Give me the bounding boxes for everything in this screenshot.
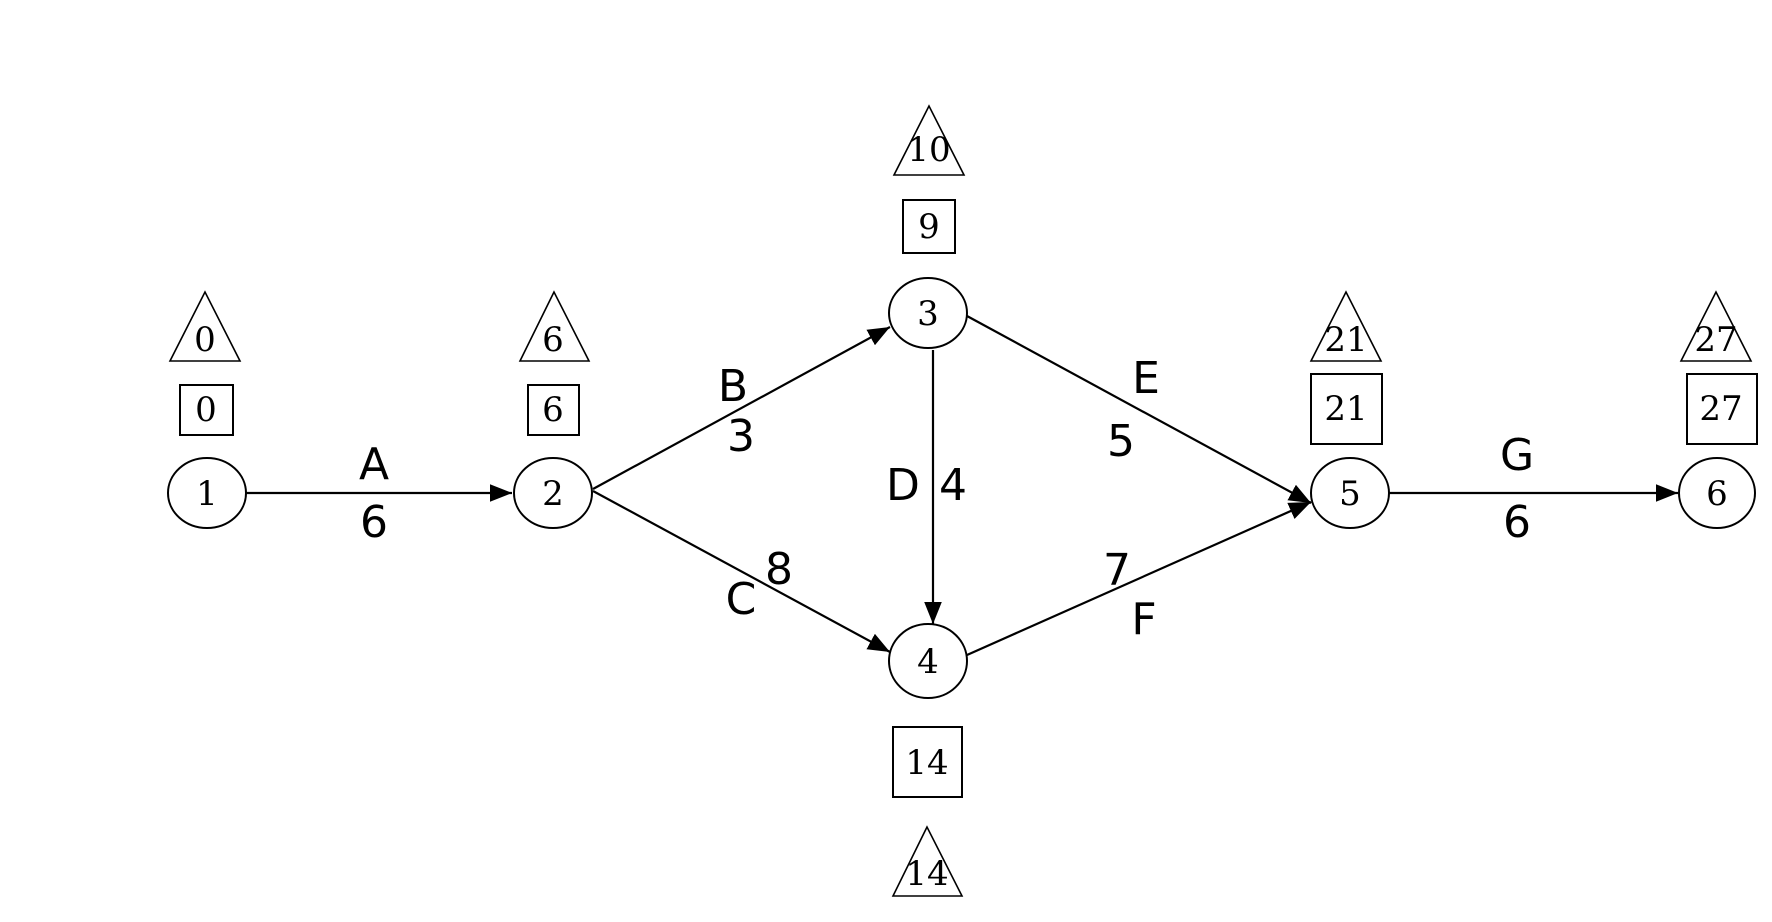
node-circle <box>888 277 968 349</box>
late-time-value: 27 <box>1694 320 1737 360</box>
node-label: 2 <box>542 474 564 514</box>
early-time-value: 0 <box>195 390 217 430</box>
node-2: 6 6 2 <box>513 290 593 529</box>
early-time-box <box>1310 373 1383 445</box>
edge-labels: A 6 B 3 8 C D 4 E 5 7 F G 6 <box>359 353 1534 645</box>
activity-duration-c: 8 <box>765 544 793 595</box>
early-time-value: 21 <box>1324 389 1367 429</box>
node-label: 1 <box>196 474 218 514</box>
node-label: 6 <box>1706 474 1728 514</box>
activity-name-a: A <box>359 439 389 490</box>
early-time-box <box>527 384 580 436</box>
early-time-box <box>1686 373 1758 445</box>
node-label: 3 <box>917 294 939 334</box>
early-time-value: 27 <box>1699 389 1742 429</box>
node-1: 0 0 1 <box>167 290 247 529</box>
node-circle <box>167 457 247 529</box>
edge-e <box>966 315 1312 504</box>
late-time-value: 14 <box>905 854 948 894</box>
activity-duration-a: 6 <box>360 497 388 548</box>
node-6: 27 27 6 <box>1678 290 1758 529</box>
activity-duration-b: 3 <box>727 411 755 462</box>
node-4: 4 14 14 <box>888 623 968 897</box>
activity-duration-g: 6 <box>1503 497 1531 548</box>
edges <box>246 315 1678 657</box>
late-time-triangle <box>891 825 964 897</box>
node-circle <box>1310 457 1390 529</box>
node-circle <box>1678 457 1756 529</box>
activity-name-f: F <box>1131 594 1156 645</box>
activity-duration-f: 7 <box>1103 545 1131 596</box>
node-5: 21 21 5 <box>1309 290 1390 529</box>
activity-name-d: D <box>886 460 920 511</box>
late-time-triangle <box>1679 290 1753 362</box>
late-time-value: 10 <box>907 130 950 170</box>
activity-duration-e: 5 <box>1107 416 1135 467</box>
node-circle <box>888 623 968 699</box>
activity-name-b: B <box>718 361 748 412</box>
activity-name-c: C <box>726 574 757 625</box>
early-time-value: 6 <box>542 390 564 430</box>
early-time-box <box>179 384 234 436</box>
node-label: 4 <box>917 642 939 682</box>
edge-b <box>592 326 891 490</box>
late-time-value: 6 <box>542 320 564 360</box>
node-3: 10 9 3 <box>888 104 968 349</box>
early-time-box <box>902 199 956 254</box>
late-time-triangle <box>518 290 591 362</box>
node-label: 5 <box>1339 474 1361 514</box>
early-time-value: 14 <box>905 743 948 783</box>
activity-duration-d: 4 <box>939 460 967 511</box>
early-time-value: 9 <box>918 207 940 247</box>
late-time-triangle <box>1309 290 1383 362</box>
activity-name-g: G <box>1500 430 1534 481</box>
edge-f <box>966 500 1312 657</box>
activity-name-e: E <box>1132 353 1160 404</box>
late-time-triangle <box>892 104 966 176</box>
edge-c <box>592 490 891 653</box>
late-time-value: 21 <box>1324 320 1367 360</box>
early-time-box <box>892 726 963 798</box>
late-time-triangle <box>168 290 242 362</box>
node-circle <box>513 457 593 529</box>
late-time-value: 0 <box>194 320 216 360</box>
